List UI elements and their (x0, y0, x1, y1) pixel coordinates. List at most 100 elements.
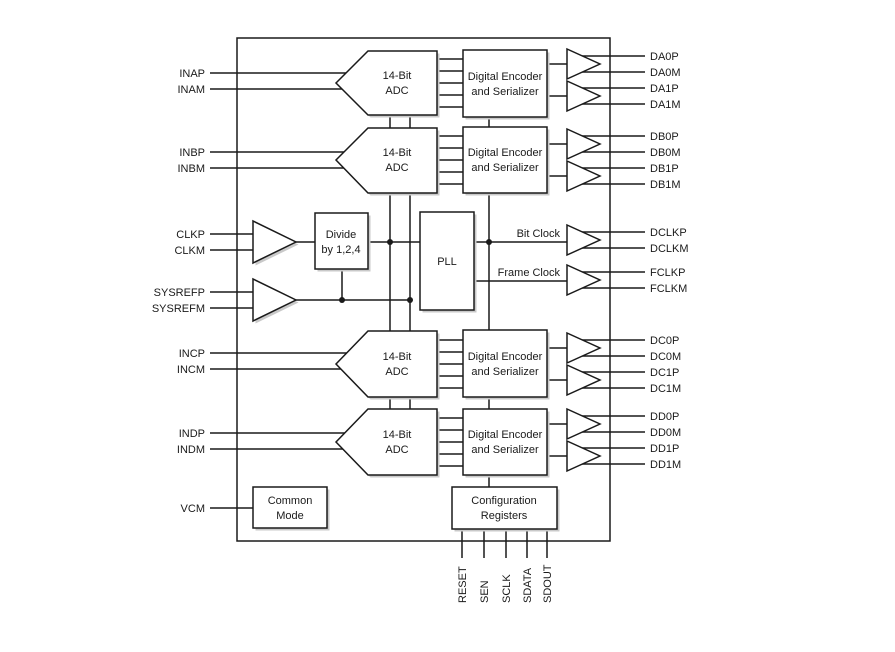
pin-label-inap: INAP (179, 68, 205, 80)
adc-c-label-line1: 14-Bit (383, 351, 412, 363)
pll-block: PLL (419, 211, 477, 313)
adc-c-block: 14-Bit ADC (334, 330, 440, 400)
pin-label-inbm: INBM (178, 163, 206, 175)
serializer-d-shape (462, 408, 548, 476)
divider-label-line1: Divide (326, 229, 357, 241)
pin-label-dc0p: DC0P (650, 335, 679, 347)
adc-a-block: 14-Bit ADC (334, 50, 440, 118)
serializer-d-output-stubs (547, 423, 568, 457)
output-buffer-fclk (566, 263, 602, 297)
adc-b-label-line1: 14-Bit (383, 147, 412, 159)
dclk-output-wires (578, 231, 645, 249)
clk-input-buffer-shape (252, 219, 298, 265)
pin-label-dd0p: DD0P (650, 411, 679, 423)
adc-a-shape (334, 50, 438, 116)
adc-a-bus-wires (437, 58, 463, 108)
right-pin-labels: DA0P DA0M DA1P DA1M DB0P DB0M DB1P DB1M … (650, 51, 689, 471)
junction-dot (387, 239, 393, 245)
config-registers-label-line2: Registers (481, 510, 528, 522)
pin-label-dc1m: DC1M (650, 383, 681, 395)
common-mode-label-line1: Common (268, 495, 313, 507)
serializer-b-label-line2: and Serializer (471, 162, 539, 174)
pin-label-dc0m: DC0M (650, 351, 681, 363)
pll-label: PLL (437, 256, 457, 268)
pin-label-da1p: DA1P (650, 83, 679, 95)
left-pin-labels: INAP INAM INBP INBM CLKP CLKM SYSREFP SY… (152, 68, 205, 515)
serializer-a-label-line2: and Serializer (471, 86, 539, 98)
wiring (210, 55, 645, 558)
pin-label-incm: INCM (177, 364, 205, 376)
clk-input-wires (210, 233, 253, 251)
junction-dot (407, 297, 413, 303)
output-buffer-dclk (566, 223, 602, 257)
serializer-a-label-line1: Digital Encoder (468, 71, 543, 83)
db-output-wires (578, 135, 645, 185)
adc-c-label-line2: ADC (385, 366, 408, 378)
pin-label-db0p: DB0P (650, 131, 679, 143)
da-output-wires (578, 55, 645, 105)
pin-label-incp: INCP (179, 348, 205, 360)
output-buffer-db1 (566, 159, 602, 193)
junction-dots (339, 239, 492, 303)
pin-label-dd1m: DD1M (650, 459, 681, 471)
divider-block: Divide by 1,2,4 (314, 212, 371, 272)
pin-label-clkm: CLKM (174, 245, 205, 257)
pin-label-dc1p: DC1P (650, 367, 679, 379)
fclk-output-wires (578, 271, 645, 289)
serializer-a-shape (462, 49, 548, 118)
serializer-d-label-line1: Digital Encoder (468, 429, 543, 441)
pin-label-dclkp: DCLKP (650, 227, 687, 239)
output-buffer-dd0 (566, 407, 602, 441)
config-registers-block: Configuration Registers (451, 486, 560, 532)
adc-d-input-wires (210, 432, 350, 450)
sysref-distribution-wire (296, 269, 410, 301)
pll-shape (419, 211, 475, 311)
serializer-c-block: Digital Encoder and Serializer (462, 329, 550, 400)
pin-label-fclkp: FCLKP (650, 267, 685, 279)
pin-label-sen: SEN (479, 580, 491, 603)
signal-annotations: Bit Clock Frame Clock (498, 228, 561, 279)
serializer-b-output-stubs (547, 143, 568, 177)
pin-label-inam: INAM (178, 84, 206, 96)
pin-label-inbp: INBP (179, 147, 205, 159)
pin-label-sysrefm: SYSREFM (152, 303, 205, 315)
config-registers-shape (451, 486, 558, 530)
adc-d-shape (334, 408, 438, 476)
divider-label-line2: by 1,2,4 (321, 244, 360, 256)
pin-label-db1p: DB1P (650, 163, 679, 175)
divider-shape (314, 212, 369, 270)
common-mode-block: Common Mode (252, 486, 330, 531)
serializer-a-output-stubs (547, 63, 568, 97)
adc-b-block: 14-Bit ADC (334, 127, 440, 196)
adc-d-block: 14-Bit ADC (334, 408, 440, 478)
pin-label-da0p: DA0P (650, 51, 679, 63)
pin-label-indp: INDP (179, 428, 205, 440)
common-mode-shape (252, 486, 328, 529)
config-registers-label-line1: Configuration (471, 495, 536, 507)
adc-a-label-line2: ADC (385, 85, 408, 97)
common-mode-label-line2: Mode (276, 510, 304, 522)
serializer-c-shape (462, 329, 548, 398)
output-buffer-dc0 (566, 331, 602, 365)
adc-c-bus-wires (437, 339, 463, 389)
sysref-input-buffer (252, 277, 299, 324)
junction-dot (486, 239, 492, 245)
adc-d-bus-wires (437, 417, 463, 467)
sysref-input-wires (210, 291, 253, 309)
pin-label-clkp: CLKP (176, 229, 205, 241)
bottom-pin-labels: RESET SEN SCLK SDATA SDOUT (457, 564, 554, 603)
pin-label-dclkm: DCLKM (650, 243, 689, 255)
adc-b-input-wires (210, 151, 350, 169)
junction-dot (339, 297, 345, 303)
serializer-d-label-line2: and Serializer (471, 444, 539, 456)
adc-b-shape (334, 127, 438, 194)
output-buffer-db0 (566, 127, 602, 161)
serializer-a-block: Digital Encoder and Serializer (462, 49, 550, 120)
pin-label-vcm: VCM (181, 503, 205, 515)
output-buffer-da1 (566, 79, 602, 113)
adc-b-label-line2: ADC (385, 162, 408, 174)
serializer-c-label-line2: and Serializer (471, 366, 539, 378)
pin-label-db0m: DB0M (650, 147, 681, 159)
pin-label-sysrefp: SYSREFP (154, 287, 205, 299)
